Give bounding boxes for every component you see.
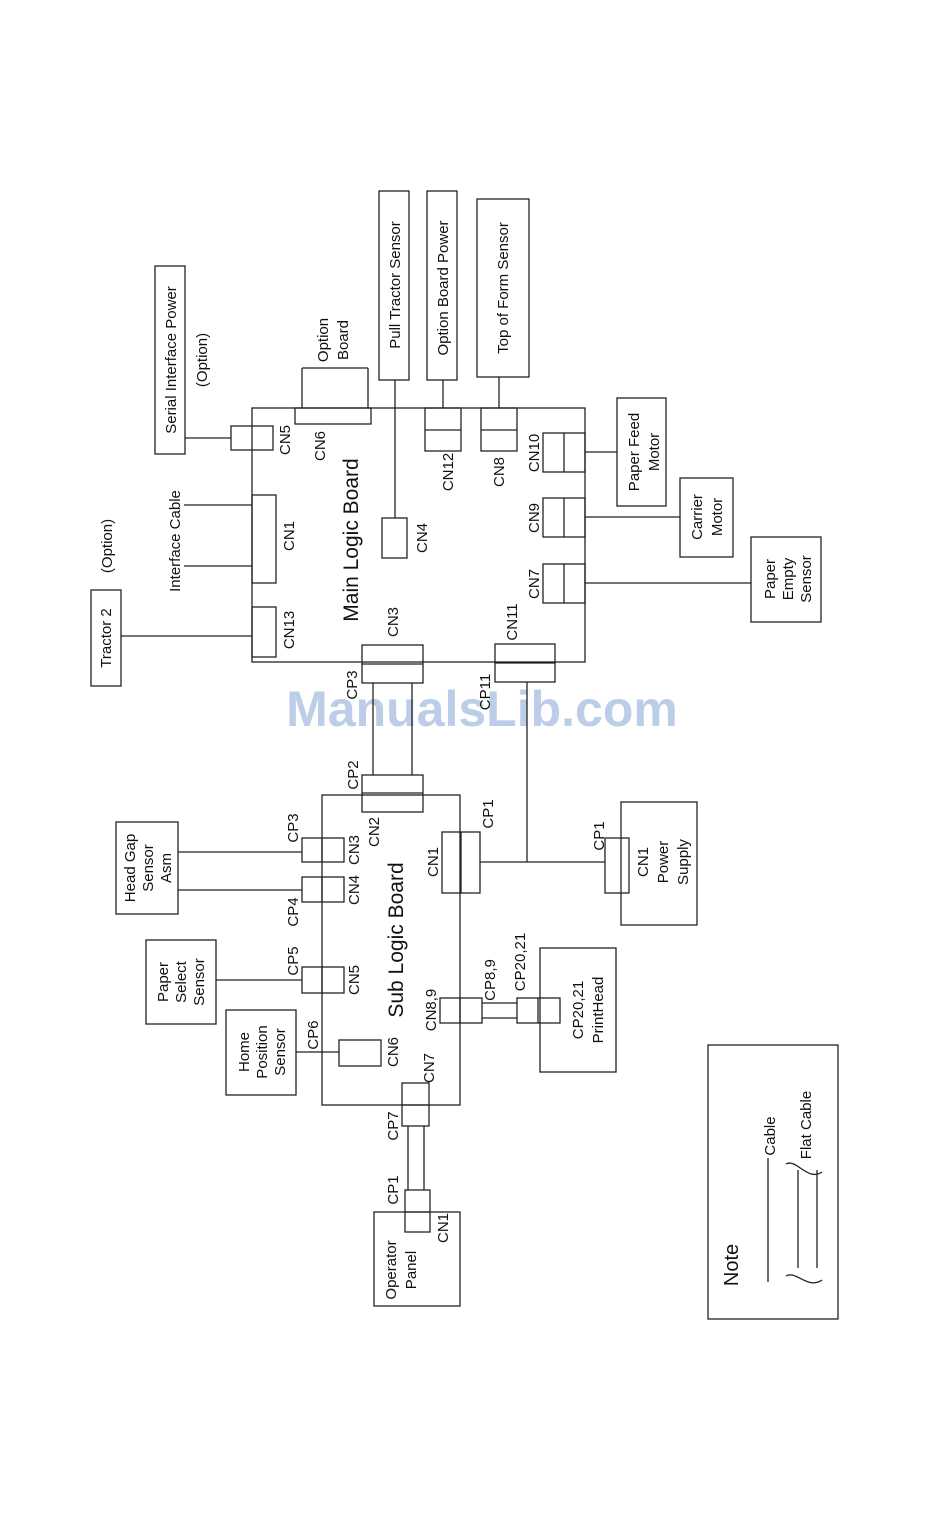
main-cn3-label: CN3	[385, 607, 402, 637]
pull-tractor-sensor-label: Pull Tractor Sensor	[387, 221, 404, 349]
main-cn6-label: CN6	[312, 431, 329, 461]
power-supply-cp1-connector	[604, 837, 630, 894]
carrier-motor-label-2: Motor	[709, 498, 726, 536]
serial-interface-power-label: Serial Interface Power	[163, 286, 180, 434]
sub-cn1-label: CN1	[425, 847, 442, 877]
paper-select-sensor-label-1: Paper	[155, 962, 172, 1002]
main-cn5-label: CN5	[277, 425, 294, 455]
printhead-label-2: PrintHead	[590, 977, 607, 1044]
sub-cn3-connector	[301, 837, 345, 863]
cp5-label: CP5	[285, 946, 302, 975]
head-gap-sensor-label-3: Asm	[158, 853, 175, 883]
legend-title: Note	[721, 1244, 743, 1286]
sub-cn6-connector	[338, 1039, 382, 1067]
cp1-psu-label: CP1	[591, 821, 608, 850]
sub-cn89-label: CN8,9	[423, 989, 440, 1032]
tractor-2-option-label: (Option)	[99, 519, 116, 573]
cp1-sub-label: CP1	[480, 799, 497, 828]
cp2-label: CP2	[345, 760, 362, 789]
head-gap-sensor-box	[115, 821, 179, 915]
sub-cn3-label: CN3	[346, 835, 363, 865]
sub-cn5-label: CN5	[346, 965, 363, 995]
legend-flat-cable-label: Flat Cable	[798, 1091, 815, 1159]
main-cn4-label: CN4	[414, 523, 431, 553]
sub-logic-board	[321, 794, 461, 1106]
paper-empty-sensor-label-2: Empty	[780, 557, 797, 600]
home-position-sensor-label-1: Home	[236, 1032, 253, 1072]
main-cn9-label: CN9	[526, 503, 543, 533]
main-cn1-connector	[251, 494, 277, 584]
printhead-label-1: CP20,21	[570, 981, 587, 1039]
paper-select-sensor-label-2: Select	[173, 960, 190, 1003]
head-gap-sensor-label-2: Sensor	[140, 844, 157, 892]
sub-cn5-connector	[301, 966, 345, 994]
main-cn10-label: CN10	[526, 434, 543, 472]
printhead-box	[539, 947, 617, 1073]
power-supply-box	[620, 801, 698, 926]
sub-cn7-label: CN7	[421, 1053, 438, 1083]
paper-empty-sensor-label-1: Paper	[762, 559, 779, 599]
paper-feed-motor-label-2: Motor	[646, 433, 663, 471]
cp7-label: CP7	[385, 1111, 402, 1140]
sub-logic-board-title: Sub Logic Board	[385, 862, 408, 1017]
legend-cable-label: Cable	[762, 1116, 779, 1155]
operator-panel-label-1: Operator	[383, 1240, 400, 1299]
cp3-sub-label: CP3	[285, 813, 302, 842]
main-cn13-connector	[251, 606, 277, 658]
legend-flat-cable-symbol	[785, 1162, 823, 1284]
pull-tractor-sensor-box	[378, 190, 410, 381]
tractor-2-label: Tractor 2	[98, 608, 115, 667]
cp4-label: CP4	[285, 897, 302, 926]
cp6-label: CP6	[305, 1020, 322, 1049]
main-cn7-label: CN7	[526, 569, 543, 599]
main-cn11-label: CN11	[504, 603, 521, 640]
power-supply-cn1-label: CN1	[635, 847, 652, 877]
main-cn4-connector	[381, 517, 408, 559]
sub-cn4-label: CN4	[346, 875, 363, 905]
sub-cn2-label: CN2	[366, 817, 383, 847]
sub-cn6-label: CN6	[385, 1037, 402, 1067]
cp3-main-label: CP3	[344, 670, 361, 699]
operator-panel-label-2: Panel	[403, 1251, 420, 1289]
cp11-label: CP11	[477, 674, 494, 710]
operator-panel-cn1-label: CN1	[435, 1213, 452, 1243]
serial-interface-option-label: (Option)	[194, 333, 211, 387]
option-board-power-box	[426, 190, 458, 381]
cp89-label: CP8,9	[482, 959, 499, 1001]
top-of-form-sensor-box	[476, 198, 530, 378]
paper-feed-motor-label-1: Paper Feed	[626, 413, 643, 491]
main-cn1-label: CN1	[281, 521, 298, 551]
head-gap-sensor-label-1: Head Gap	[122, 834, 139, 902]
main-cn13-label: CN13	[281, 611, 298, 649]
legend-box	[707, 1044, 839, 1320]
paper-empty-sensor-box	[750, 536, 822, 623]
cp2021-top-label: CP20,21	[512, 933, 529, 991]
paper-select-sensor-label-3: Sensor	[191, 958, 208, 1006]
main-logic-board-title: Main Logic Board	[340, 458, 363, 621]
operator-panel-cp1-connector	[404, 1189, 431, 1233]
main-cn6-connector	[294, 407, 372, 425]
interface-cable-label: Interface Cable	[167, 490, 184, 592]
main-cn8-label: CN8	[491, 457, 508, 487]
home-position-sensor-label-2: Position	[254, 1025, 271, 1078]
option-board-power-label: Option Board Power	[435, 220, 452, 355]
power-supply-label-2: Supply	[675, 839, 692, 885]
tractor-2-box	[90, 589, 122, 687]
option-board-label-1: Option	[315, 318, 332, 362]
top-of-form-sensor-label: Top of Form Sensor	[495, 222, 512, 354]
sub-cn4-connector	[301, 876, 345, 903]
paper-empty-sensor-label-3: Sensor	[798, 555, 815, 603]
watermark: ManualsLib.com	[286, 681, 678, 737]
home-position-sensor-label-3: Sensor	[272, 1028, 289, 1076]
option-board-label-2: Board	[335, 320, 352, 360]
serial-interface-power-box	[154, 265, 186, 455]
power-supply-label-1: Power	[655, 841, 672, 884]
carrier-motor-label-1: Carrier	[689, 494, 706, 540]
paper-select-sensor-box	[145, 939, 217, 1025]
sub-cn89-connector	[439, 997, 483, 1024]
cp1-operator-label: CP1	[385, 1175, 402, 1204]
main-cn12-label: CN12	[440, 453, 457, 491]
